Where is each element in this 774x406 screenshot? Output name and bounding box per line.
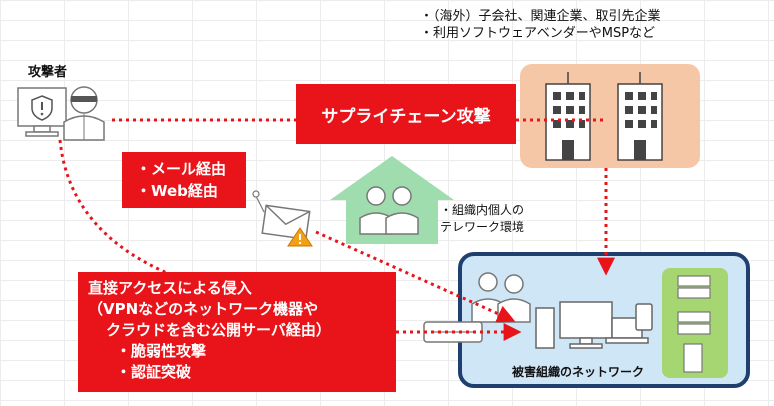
telework-text: ・組織内個人の テレワーク環境 xyxy=(440,202,524,236)
desktop-pc-icon xyxy=(535,301,613,349)
email-web-box: ・メール経由 ・Web経由 xyxy=(122,152,246,208)
laptop-icon xyxy=(605,317,649,344)
warning-icon xyxy=(287,227,313,247)
direct-title: 直接アクセスによる侵入 xyxy=(88,279,252,297)
supply-chain-attack-label: サプライチェーン攻撃 xyxy=(321,106,491,127)
building-icon xyxy=(545,72,591,161)
building-icon xyxy=(617,72,663,161)
direct-line-2: （VPNなどのネットワーク機器や xyxy=(88,300,319,318)
victim-network-label: 被害組織のネットワーク xyxy=(512,364,644,379)
direct-bullet-auth: ・認証突破 xyxy=(116,363,192,381)
server-icon xyxy=(677,275,711,373)
partner-line-2: ・利用ソフトウェアベンダーやMSPなど xyxy=(420,26,656,41)
supply-chain-attack-box: サプライチェーン攻撃 xyxy=(296,84,516,144)
attacker-label: 攻撃者 xyxy=(28,65,68,80)
tablet-icon xyxy=(635,303,653,331)
direct-access-box: 直接アクセスによる侵入 （VPNなどのネットワーク機器や クラウドを含む公開サー… xyxy=(78,272,396,392)
attack-path-direct xyxy=(58,139,191,284)
telework-line-2: テレワーク環境 xyxy=(440,220,525,234)
attack-path-email-to-victim xyxy=(315,230,516,323)
shield-icon xyxy=(31,95,53,121)
partner-line-1: ・（海外）子会社、関連企業、取引先企業 xyxy=(420,9,661,24)
telework-users-icon xyxy=(359,186,419,235)
direct-line-3: クラウドを含む公開サーバ経由） xyxy=(106,321,331,339)
partner-companies-list: ・（海外）子会社、関連企業、取引先企業 ・利用ソフトウェアベンダーやMSPなど xyxy=(420,8,661,42)
hacker-icon xyxy=(63,86,105,141)
attack-paths xyxy=(58,118,615,341)
web-line: ・Web経由 xyxy=(136,182,218,200)
direct-bullet-vuln: ・脆弱性攻撃 xyxy=(116,342,207,360)
email-line: ・メール経由 xyxy=(136,160,227,178)
telework-line-1: ・組織内個人の xyxy=(440,203,525,217)
